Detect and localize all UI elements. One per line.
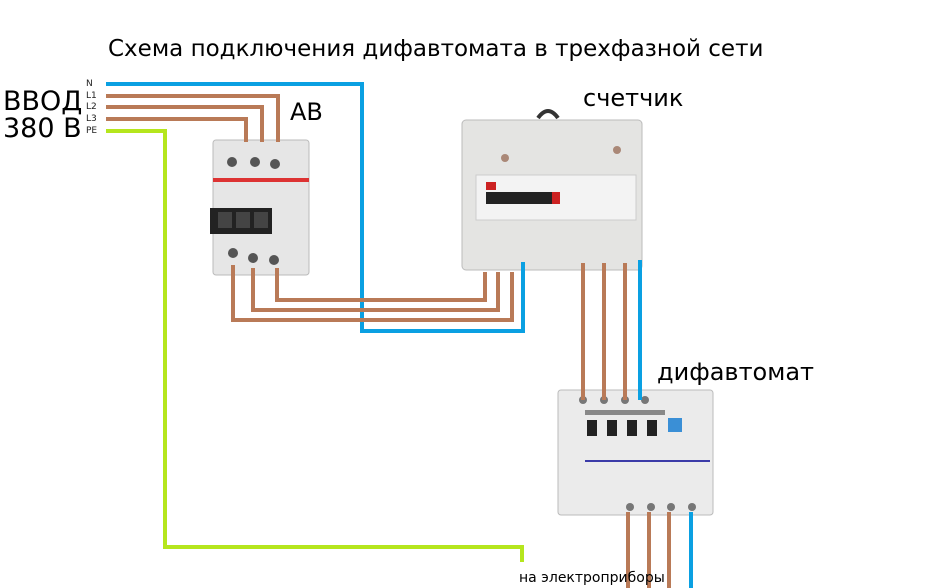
wire-l1-breaker-meter: [275, 268, 487, 302]
input-label-line1: ВВОД: [3, 86, 83, 117]
rcbo-label: дифавтомат: [657, 358, 815, 386]
wire-label-n: N: [86, 79, 93, 89]
wire-label-l3: L3: [86, 114, 97, 124]
wire-l2-input: [106, 105, 264, 142]
input-label: ВВОД 380 В: [3, 88, 82, 142]
output-label: на электроприборы: [519, 570, 665, 586]
wire-n-input: [106, 82, 525, 333]
wire-l3-breaker-meter: [231, 265, 514, 322]
wire-l2-breaker-meter: [251, 268, 500, 312]
wire-l1-input: [106, 94, 280, 142]
input-label-line2: 380 В: [3, 113, 82, 144]
wire-label-l1: L1: [86, 91, 97, 101]
wire-label-pe: PE: [86, 126, 98, 136]
circuit-breaker-device: [210, 139, 310, 276]
rcbo-device: [557, 389, 714, 516]
wire-l3-input: [106, 117, 248, 142]
meter-label: счетчик: [583, 84, 684, 112]
diagram-title: Схема подключения дифавтомата в трехфазн…: [108, 36, 764, 62]
wire-pe: [106, 129, 524, 562]
electricity-meter-device: [461, 109, 643, 271]
breaker-label: АВ: [290, 98, 323, 126]
wire-label-l2: L2: [86, 102, 97, 112]
